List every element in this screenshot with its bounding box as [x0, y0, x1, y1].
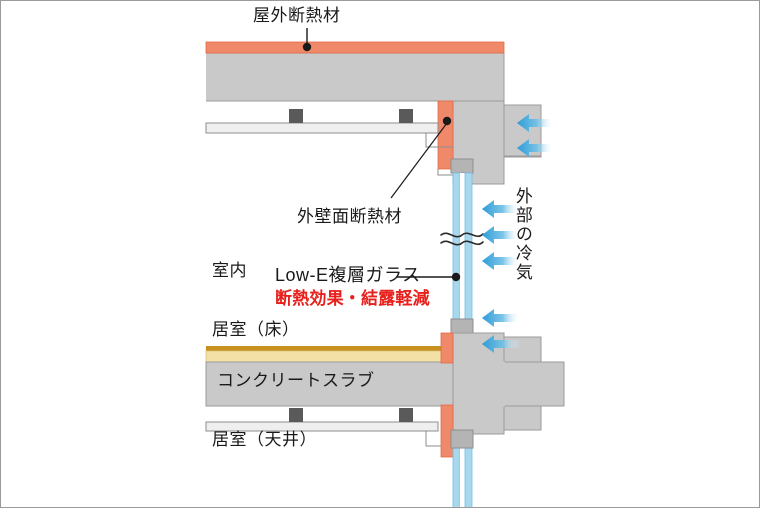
label-wall-insulation: 外壁面断熱材 [297, 207, 402, 226]
label-glass-effect: 断熱効果・結露軽減 [275, 289, 430, 308]
break-symbol [440, 232, 484, 246]
floor-finish [206, 346, 449, 351]
exterior-wall-upper [437, 100, 505, 185]
cold-air-arrows [482, 114, 553, 353]
arrow-group-upper [517, 114, 553, 157]
floor-assembly [205, 346, 450, 363]
low-e-double-glazing-lower [450, 429, 474, 507]
leader-dot [302, 42, 312, 52]
concrete-slab-mid [205, 332, 565, 435]
leader-dot [451, 272, 461, 282]
ceiling-hanger [289, 408, 303, 422]
label-ceiling-room: 居室（天井） [212, 430, 317, 449]
roof-insulation-layer [205, 41, 505, 54]
ceiling-hanger [399, 408, 413, 422]
label-indoor: 室内 [212, 261, 247, 280]
ceiling-assembly-lower [205, 408, 441, 447]
label-outside-cold-air: 外部の冷気 [512, 187, 532, 282]
wall-insulation-strip-mid [440, 332, 454, 458]
ceiling-hanger [399, 109, 413, 123]
label-low-e-glass: Low-E複層ガラス [275, 265, 421, 285]
floor-substrate [205, 350, 450, 363]
arrow-group-middle [482, 200, 520, 270]
ceiling-assembly-upper [205, 109, 453, 176]
label-roof-insulation: 屋外断熱材 [253, 6, 341, 25]
low-e-double-glazing [452, 172, 473, 322]
arrow-group-lower [482, 309, 520, 353]
label-concrete-slab: コンクリートスラブ [217, 371, 375, 390]
window-head-frame [450, 158, 474, 174]
leader-dot [442, 116, 452, 126]
ceiling-hanger [289, 109, 303, 123]
leader-lines [302, 28, 461, 282]
window-head-frame-lower [450, 429, 474, 449]
label-floor-room: 居室（床） [212, 320, 300, 339]
